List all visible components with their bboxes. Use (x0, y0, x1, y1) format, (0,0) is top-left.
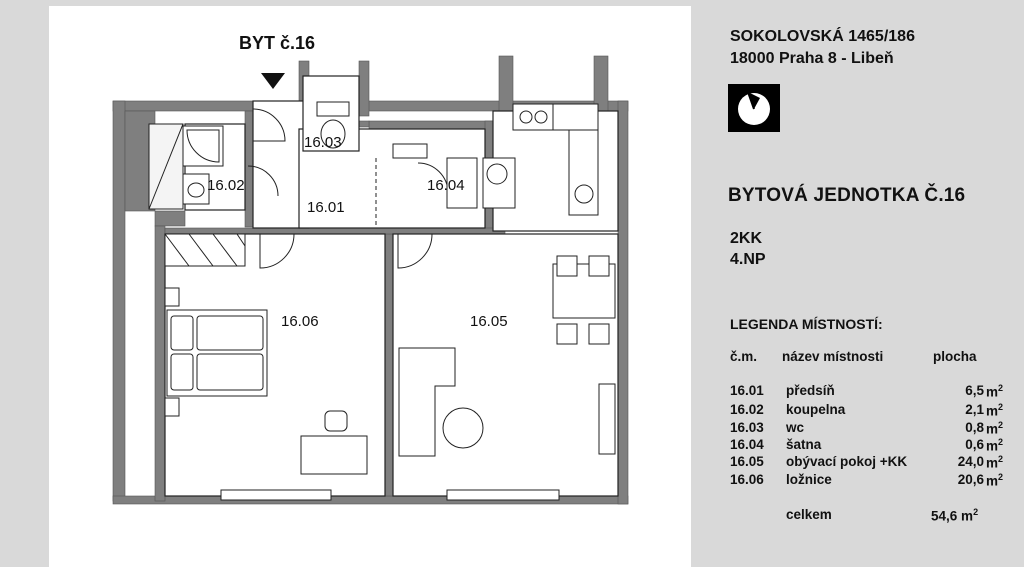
room-row: 16.05 obývací pokoj +KK 24,0 m2 (730, 454, 1004, 471)
unit-heading: BYTOVÁ JEDNOTKA Č.16 (728, 185, 966, 206)
unit-label: BYT č.16 (239, 33, 315, 53)
room-label-1602: 16.02 (207, 177, 245, 194)
room-label-1604: 16.04 (427, 177, 465, 194)
compass-logo-icon (728, 84, 780, 132)
address-city: 18000 Praha 8 - Libeň (730, 50, 894, 67)
bathroom-fixtures (148, 101, 516, 210)
total-label: celkem (786, 507, 832, 522)
layout-type: 2KK (730, 230, 763, 247)
entrance-arrow-icon (261, 73, 285, 89)
room-row: 16.04 šatna 0,6 m2 (730, 437, 1004, 454)
info-panel: SOKOLOVSKÁ 1465/186 18000 Praha 8 - Libe… (728, 0, 1024, 567)
living-room-furniture (398, 255, 616, 457)
room-label-1605: 16.05 (470, 313, 508, 330)
floor-plan-drawing: BYT č.16 (112, 33, 629, 505)
floor-plan-panel: BYT č.16 (49, 6, 691, 567)
floor-level: 4.NP (730, 251, 766, 268)
room-row: 16.01 předsíň 6,5 m2 (730, 383, 1004, 400)
room-row: 16.03 wc 0,8 m2 (730, 420, 1004, 437)
address-street: SOKOLOVSKÁ 1465/186 (730, 28, 915, 45)
header-room-name: název místnosti (782, 349, 884, 364)
room-label-1606: 16.06 (281, 313, 319, 330)
header-room-area: plocha (933, 349, 977, 364)
room-row: 16.02 koupelna 2,1 m2 (730, 402, 1004, 419)
room-row: 16.06 ložnice 20,6 m2 (730, 472, 1004, 489)
kitchen-counter (512, 103, 599, 216)
wardrobe (164, 233, 246, 267)
header-room-number: č.m. (730, 349, 758, 364)
bedroom-furniture (164, 287, 368, 475)
room-label-1601: 16.01 (307, 199, 345, 216)
legend-title: LEGENDA MÍSTNOSTÍ: (730, 316, 883, 332)
room-label-1603: 16.03 (304, 134, 342, 151)
total-value: 54,6 m2 (931, 507, 979, 524)
windows (220, 489, 560, 501)
walls (112, 55, 629, 505)
